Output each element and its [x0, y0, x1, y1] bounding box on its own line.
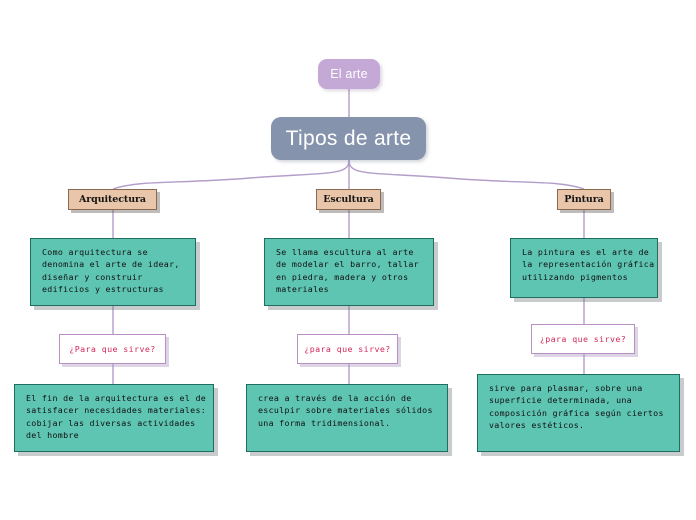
question-node-escultura-label: ¿para que sirve? — [304, 344, 391, 354]
connector-tipos-to-pintura — [348, 159, 585, 190]
description-node-escultura[interactable]: Se llama escultura al arte de modelar el… — [264, 238, 434, 306]
answer-node-arquitectura[interactable]: El fin de la arquitectura es el de satis… — [14, 384, 214, 452]
node-tipos-de-arte[interactable]: Tipos de arte — [271, 117, 426, 160]
answer-node-pintura[interactable]: sirve para plasmar, sobre una superficie… — [477, 374, 680, 452]
description-node-arquitectura[interactable]: Como arquitectura se denomina el arte de… — [30, 238, 196, 306]
category-node-arquitectura-label: Arquitectura — [78, 194, 146, 205]
root-node-el-arte[interactable]: El arte — [318, 59, 380, 89]
question-node-pintura-label: ¿para que sirve? — [539, 334, 627, 344]
category-node-arquitectura[interactable]: Arquitectura — [68, 189, 157, 210]
description-node-pintura[interactable]: La pintura es el arte de la representaci… — [510, 238, 658, 298]
question-node-arquitectura-label: ¿Para que sirve? — [69, 344, 156, 354]
category-node-escultura[interactable]: Escultura — [316, 189, 381, 210]
question-node-pintura[interactable]: ¿para que sirve? — [531, 324, 635, 354]
answer-node-escultura[interactable]: crea a través de la acción de esculpir s… — [246, 384, 448, 452]
question-node-escultura[interactable]: ¿para que sirve? — [297, 334, 398, 364]
question-node-arquitectura[interactable]: ¿Para que sirve? — [59, 334, 166, 364]
node-tipos-de-arte-label: Tipos de arte — [285, 126, 412, 150]
category-node-pintura[interactable]: Pintura — [557, 189, 611, 210]
root-node-label: El arte — [330, 67, 368, 81]
category-node-escultura-label: Escultura — [323, 194, 374, 205]
category-node-pintura-label: Pintura — [564, 194, 604, 205]
connector-tipos-to-arquitectura — [112, 159, 350, 190]
